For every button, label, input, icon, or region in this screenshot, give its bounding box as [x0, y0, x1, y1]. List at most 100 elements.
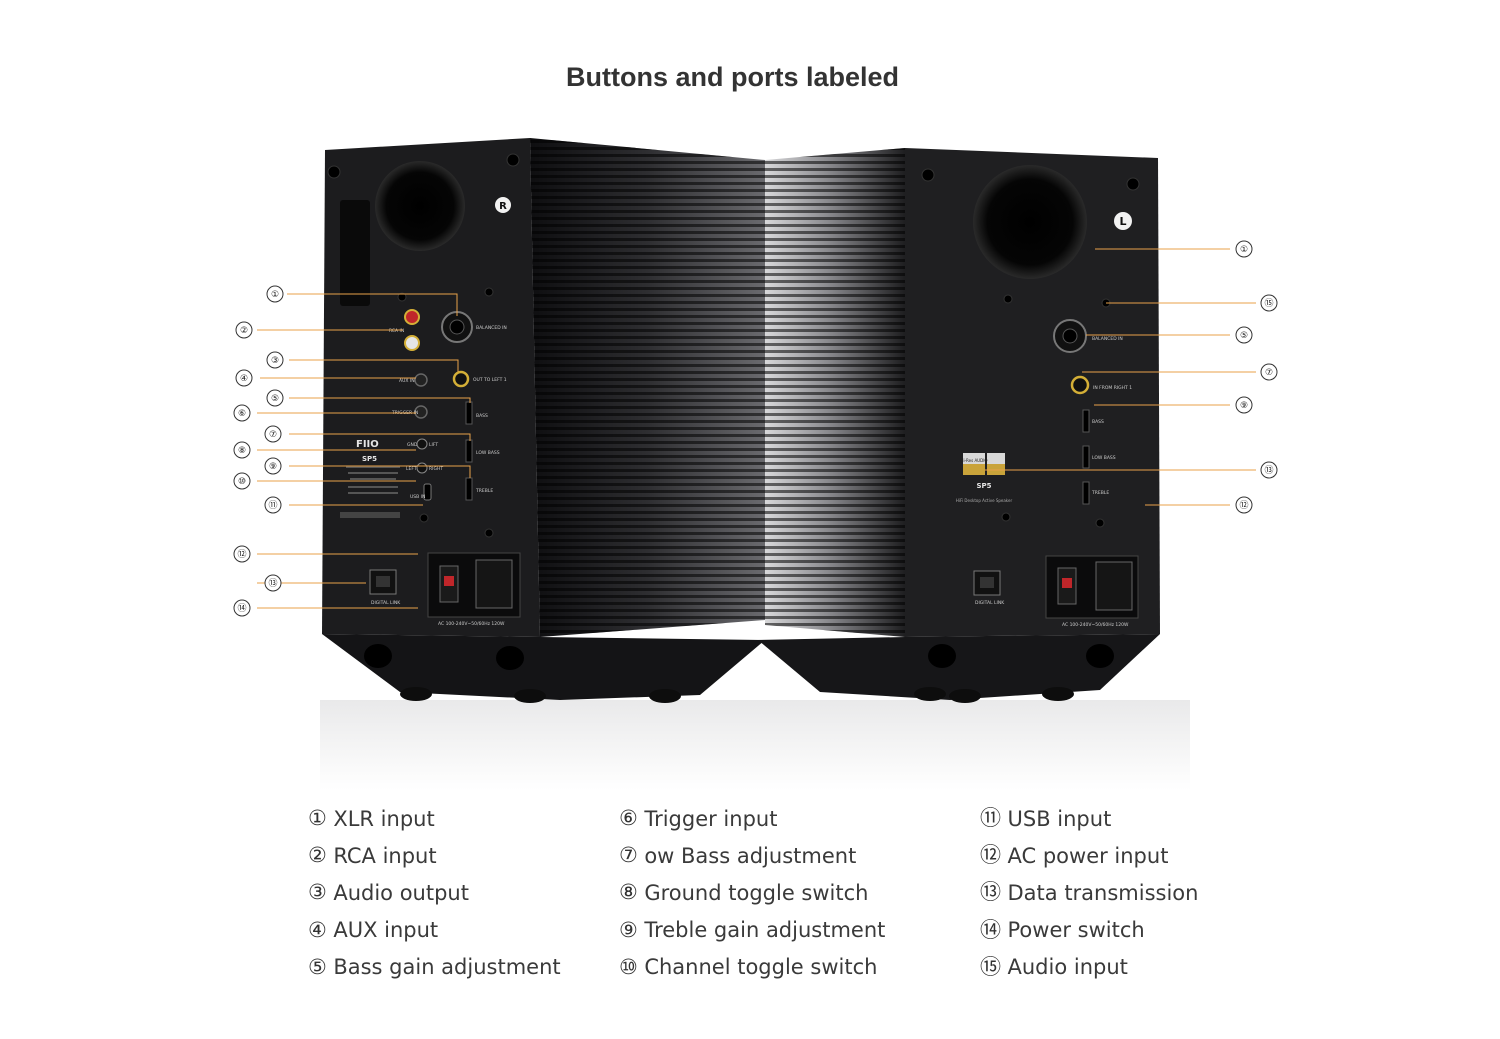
legend-number: ⑭ — [980, 917, 1001, 942]
callout-marker-14: ⑭ — [237, 603, 246, 614]
legend-label: AC power input — [1007, 843, 1169, 868]
callout-marker-l-5: ⑤ — [1240, 331, 1248, 341]
low-bass-switch-label: LOW BASS — [476, 450, 500, 456]
legend-number: ④ — [308, 917, 327, 942]
trigger-jack — [414, 405, 428, 419]
balanced-in-label: BALANCED IN — [476, 325, 507, 331]
callout-marker-3: ③ — [271, 356, 279, 366]
aux-in-label: AUX IN — [399, 378, 415, 384]
legend-label: Trigger input — [644, 806, 778, 831]
bass-port — [375, 161, 465, 251]
model-label: SP5 — [976, 482, 991, 490]
callout-marker-11: ⑪ — [268, 500, 277, 511]
legend-label: XLR input — [333, 806, 435, 831]
legend-number: ⑩ — [619, 954, 638, 979]
bass-switch-label: BASS — [1092, 419, 1104, 425]
digital-link-label: DIGITAL LINK — [371, 600, 401, 606]
ac-rating-label: AC 100-240V~50/60Hz 120W — [438, 621, 505, 627]
callout-marker-l-1: ① — [1240, 245, 1248, 255]
audio-out-jack — [452, 370, 470, 388]
callout-line-3 — [289, 359, 459, 372]
digital-link-port — [973, 570, 1001, 596]
callout-marker-l-12: ⑫ — [1239, 500, 1248, 511]
callout-marker-7: ⑦ — [269, 430, 277, 440]
gnd-label: GND — [407, 442, 418, 448]
legend-label: Data transmission — [1007, 880, 1199, 905]
ac-rating-label: AC 100-240V~50/60Hz 120W — [1062, 622, 1129, 628]
legend-label: Power switch — [1007, 918, 1145, 943]
model-subtitle: HiFi Desktop Active Speaker — [956, 498, 1013, 503]
legend-label: Treble gain adjustment — [644, 918, 886, 943]
ac-inlet — [475, 559, 513, 609]
callouts-right-speaker — [257, 293, 471, 609]
in-from-right-label: IN FROM RIGHT 1 — [1093, 385, 1132, 391]
legend-number: ② — [308, 843, 327, 868]
treble-switch-label: TREBLE — [475, 488, 493, 494]
callout-marker-2: ② — [240, 326, 248, 336]
legend-label: ow Bass adjustment — [644, 843, 857, 868]
callout-markers-right-speaker — [233, 285, 284, 617]
legend-label: Audio input — [1007, 955, 1128, 980]
callout-marker-l-13: ⑬ — [1264, 465, 1273, 476]
legend-label: Ground toggle switch — [644, 880, 869, 905]
bass-switch-label: BASS — [476, 413, 488, 419]
callout-marker-5: ⑤ — [271, 394, 279, 404]
legend-label: Audio output — [333, 880, 469, 905]
callout-markers-left-speaker — [1235, 240, 1278, 514]
page-title: Buttons and ports labeled — [565, 62, 900, 92]
hires-text: Hi-Res AUDIO — [960, 458, 987, 463]
handle-slot — [340, 200, 370, 306]
floor-reflection — [320, 700, 1190, 790]
rca-jack-white — [404, 335, 420, 351]
low-bass-switch-label: LOW BASS — [1092, 455, 1116, 461]
channel-badge-l-text: L — [1119, 215, 1126, 228]
balanced-in-label: BALANCED IN — [1092, 336, 1123, 342]
treble-switch-label: TREBLE — [1091, 490, 1109, 496]
legend-number: ③ — [308, 880, 327, 905]
callout-marker-4: ④ — [240, 374, 248, 384]
aux-jack — [414, 373, 428, 387]
channel-badge-r-text: R — [499, 201, 507, 212]
callout-line-5 — [289, 397, 471, 403]
legend-number: ⑦ — [619, 843, 638, 868]
legend-label: Channel toggle switch — [644, 955, 878, 980]
legend-number: ⑥ — [619, 806, 638, 831]
callout-marker-9: ⑨ — [269, 462, 277, 472]
speaker-left-back-panel — [905, 148, 1160, 637]
callout-marker-l-15: ⑮ — [1264, 298, 1273, 309]
bass-port — [973, 165, 1087, 279]
callout-marker-13: ⑬ — [268, 578, 277, 589]
legend-label: Bass gain adjustment — [333, 955, 561, 980]
callout-marker-12: ⑫ — [237, 549, 246, 560]
left-label: LEFT — [406, 466, 417, 472]
callout-marker-l-7: ⑦ — [1265, 368, 1273, 378]
legend-number: ⑧ — [619, 880, 638, 905]
legend-number: ⑨ — [619, 917, 638, 942]
legend-number: ⑤ — [308, 954, 327, 979]
legend-label: USB input — [1007, 806, 1112, 831]
audio-in-jack — [1070, 375, 1090, 395]
lift-label: LIFT — [429, 442, 438, 448]
callout-line-9 — [289, 465, 471, 478]
speaker-left: L BALANCED IN IN FROM RIGHT 1 BASS LOW B… — [758, 148, 1160, 703]
callout-marker-8: ⑧ — [238, 446, 246, 456]
legend-number: ⑬ — [980, 880, 1001, 905]
callout-marker-6: ⑥ — [238, 409, 246, 419]
rca-jack-red — [404, 309, 420, 325]
callout-line-7 — [289, 433, 471, 441]
